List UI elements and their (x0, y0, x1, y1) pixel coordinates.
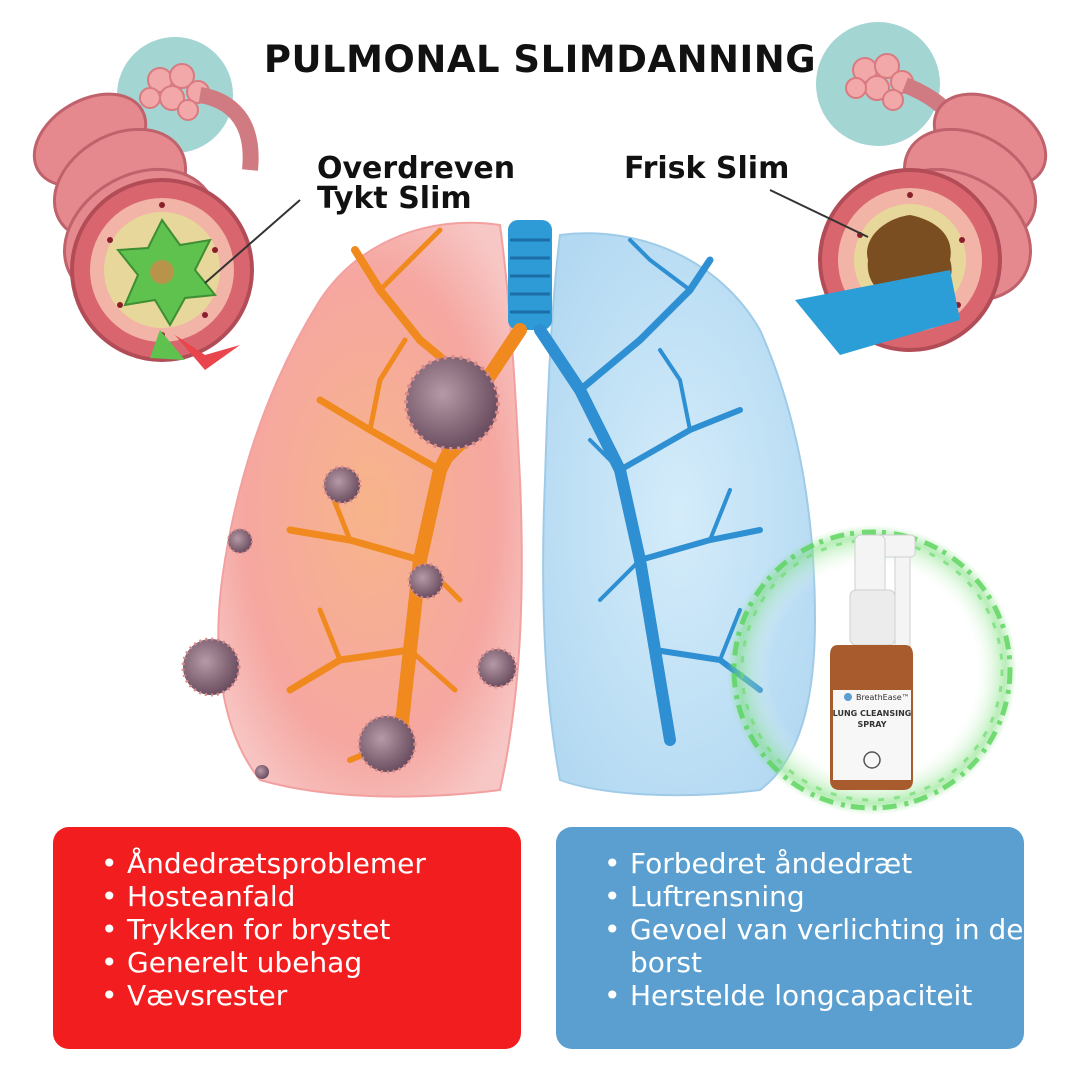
problem-item: Åndedrætsproblemer (101, 847, 521, 880)
pathogen-particles (181, 355, 518, 779)
virus-particle (227, 528, 253, 554)
problems-list: Åndedrætsproblemer Hosteanfald Trykken f… (101, 847, 521, 1012)
label-fresh-mucus: Frisk Slim (624, 151, 790, 186)
virus-particle (322, 465, 362, 505)
virus-particle (181, 637, 241, 697)
label-excess-mucus-line1: Overdreven (317, 151, 516, 186)
virus-particle (404, 355, 500, 451)
label-excess-mucus-line2: Tykt Slim (317, 181, 472, 216)
benefits-list: Forbedret åndedræt Luftrensning Gevoel v… (604, 847, 1024, 1012)
benefit-item: Herstelde longcapaciteit (604, 979, 1024, 1012)
virus-particle (476, 647, 518, 689)
benefit-item: Forbedret åndedræt (604, 847, 1024, 880)
product-brand: BreathEase™ (856, 693, 910, 702)
problem-item: Vævsrester (101, 979, 521, 1012)
virus-particle (407, 562, 445, 600)
lung-illustration: BreathEase™ LUNG CLEANSING SPRAY (32, 22, 1048, 815)
healthy-bronchi (534, 238, 763, 746)
product-name-line2: SPRAY (857, 720, 886, 729)
inflamed-bronchi (286, 227, 527, 763)
unhealthy-lung (217, 221, 523, 798)
problems-box: Åndedrætsproblemer Hosteanfald Trykken f… (53, 827, 521, 1049)
airway-section-clear (769, 22, 1048, 355)
virus-particle (255, 765, 269, 779)
benefits-box: Forbedret åndedræt Luftrensning Gevoel v… (556, 827, 1024, 1049)
product-name-line1: LUNG CLEANSING (833, 709, 912, 718)
problem-item: Hosteanfald (101, 880, 521, 913)
problem-item: Generelt ubehag (101, 946, 521, 979)
spray-bottle: BreathEase™ LUNG CLEANSING SPRAY (830, 534, 916, 790)
page-title: PULMONAL SLIMDANNING (263, 38, 817, 81)
problem-item: Trykken for brystet (101, 913, 521, 946)
virus-particle (357, 714, 417, 774)
label-excess-mucus: Overdreven Tykt Slim (317, 154, 515, 214)
airway-section-mucus (32, 37, 301, 370)
benefit-item: Gevoel van verlichting in de borst (604, 913, 1024, 979)
benefit-item: Luftrensning (604, 880, 1024, 913)
